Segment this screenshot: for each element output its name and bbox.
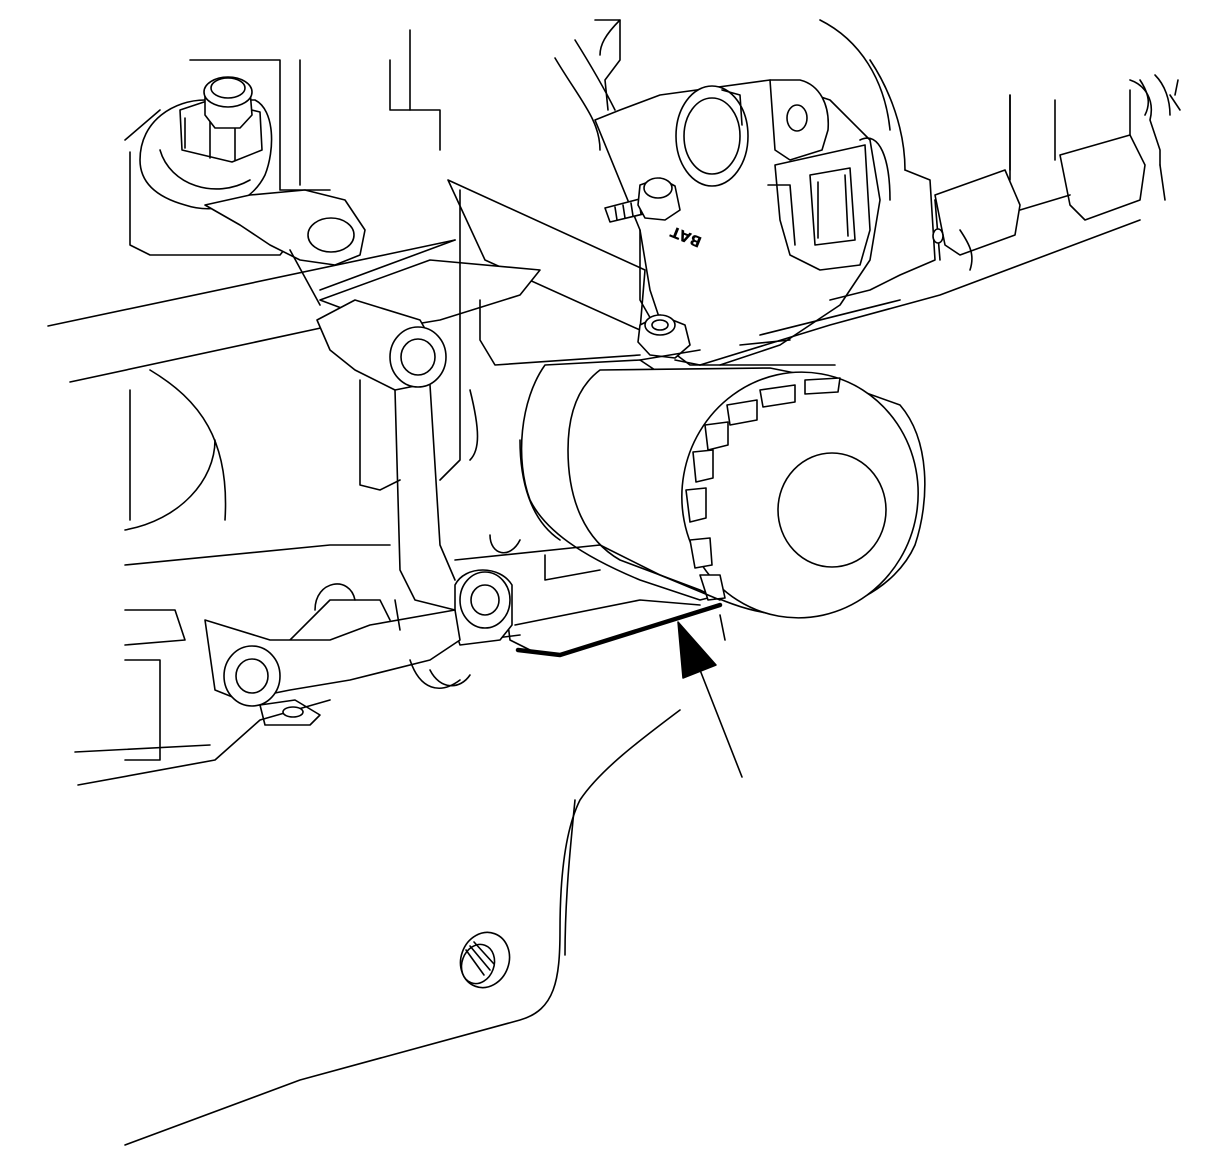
oil-pan-gasket-seam [515, 602, 723, 658]
lower-bracket [204, 569, 513, 726]
callout-arrow [677, 621, 743, 778]
engine-block [47, 29, 456, 786]
oil-pan [124, 534, 726, 1146]
alternator [554, 19, 1181, 366]
oil-filter [519, 349, 926, 619]
center-bracket [316, 179, 646, 611]
bat-terminal: BAT [604, 177, 704, 251]
alternator-bolt [637, 314, 691, 359]
drain-plug [459, 931, 511, 989]
mount-bracket [204, 189, 456, 306]
engine-mount-stud [139, 76, 273, 210]
